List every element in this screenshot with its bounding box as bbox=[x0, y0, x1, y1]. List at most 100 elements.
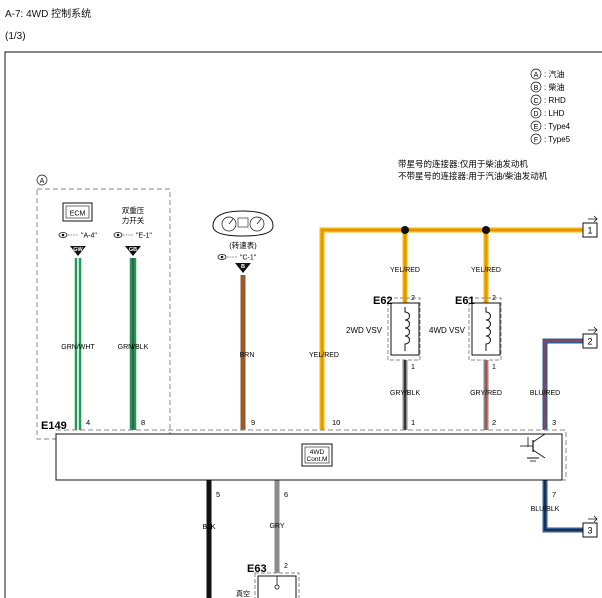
wire-label-gry-blk: GRY/BLK bbox=[390, 390, 421, 397]
arrow-right-icon bbox=[588, 515, 598, 523]
ecm-pin: GW bbox=[73, 247, 83, 253]
controller-label-line1: 4WD bbox=[310, 449, 325, 456]
wire-label-brn: BRN bbox=[240, 352, 255, 359]
legend-text: : Type4 bbox=[544, 122, 571, 131]
legend-mark: A bbox=[534, 72, 539, 79]
legend-item-f: F : Type5 bbox=[530, 133, 571, 145]
note-diesel-only: 带星号的连接器:仅用于柴油发动机 bbox=[398, 159, 528, 169]
wire-yel-red-bus bbox=[319, 227, 583, 430]
dual-pressure-switch: 双重压 力开关 "E-1" GB bbox=[113, 206, 152, 256]
region-mark-icon bbox=[36, 174, 48, 186]
controller-pin-9: 9 bbox=[251, 418, 255, 427]
pin-marker-icon bbox=[235, 263, 251, 273]
legend-mark: E bbox=[534, 124, 539, 131]
controller-pin-10: 10 bbox=[332, 418, 340, 427]
legend-item-c: C : RHD bbox=[530, 94, 566, 106]
circled-mark-icon bbox=[530, 68, 542, 80]
page-indicator: (1/3) bbox=[5, 31, 26, 42]
e63-component: E63 2 真空 bbox=[236, 563, 300, 598]
speedometer-component: (转速表) "C-1" B bbox=[212, 210, 274, 273]
switch-label-line2: 力开关 bbox=[122, 215, 145, 225]
arrow-right-icon bbox=[588, 215, 598, 223]
controller-pin-5: 5 bbox=[216, 490, 220, 499]
wire-label-blk: BLK bbox=[202, 524, 216, 531]
legend-item-e: E : Type4 bbox=[530, 120, 571, 132]
e63-dashed-outline bbox=[254, 572, 300, 598]
wire-grn-wht bbox=[74, 258, 82, 430]
wire-label-yel-red-e61: YEL/RED bbox=[471, 267, 501, 274]
wire-blu-blk bbox=[542, 480, 583, 533]
e61-pin-top: 2 bbox=[492, 295, 496, 302]
wire-label-grn-wht: GRN/WHT bbox=[61, 344, 95, 351]
wire-label-gry-red: GRY/RED bbox=[470, 390, 502, 397]
ecm-ref: "A-4" bbox=[81, 233, 97, 240]
controller-pin-7: 7 bbox=[552, 490, 556, 499]
wire-label-grn-blk: GRN/BLK bbox=[118, 344, 149, 351]
wire-blu-red bbox=[542, 338, 583, 430]
splice-point bbox=[401, 226, 409, 234]
legend-mark: B bbox=[534, 85, 539, 92]
e63-id: E63 bbox=[247, 563, 267, 575]
circled-mark-icon bbox=[530, 133, 542, 145]
controller-pin-8: 8 bbox=[141, 418, 145, 427]
note-petrol-diesel: 不带星号的连接器:用于汽油/柴油发动机 bbox=[398, 171, 548, 181]
speedometer-ref: "C-1" bbox=[240, 255, 257, 262]
wire-label-blu-red: BLU/RED bbox=[530, 390, 560, 397]
ecm-component: ECM "A-4" GW bbox=[58, 202, 97, 256]
controller-pin-4: 4 bbox=[86, 418, 90, 427]
legend-mark: D bbox=[533, 111, 538, 118]
connector-1 bbox=[582, 222, 598, 238]
legend-mark: C bbox=[533, 98, 538, 105]
controller-id: E149 bbox=[41, 420, 67, 432]
wire-label-yel-red-main: YEL/RED bbox=[309, 352, 339, 359]
region-a-box bbox=[36, 188, 171, 440]
switch-pin: GB bbox=[129, 247, 137, 253]
controller-pin-1: 1 bbox=[411, 418, 415, 427]
connector-1-label: 1 bbox=[587, 226, 592, 236]
legend-text: : 柴油 bbox=[544, 82, 564, 92]
legend-text: : Type5 bbox=[544, 135, 571, 144]
legend-text: : RHD bbox=[544, 96, 566, 105]
e62-pin-top: 2 bbox=[411, 295, 415, 302]
e61-vsv: E61 2 1 4WD VSV bbox=[429, 295, 502, 371]
e61-pin-bottom: 1 bbox=[492, 364, 496, 371]
arrow-right-icon bbox=[588, 326, 598, 334]
eye-icon bbox=[58, 231, 68, 238]
switch-label-line1: 双重压 bbox=[122, 206, 145, 215]
splice-point bbox=[482, 226, 490, 234]
connector-3-label: 3 bbox=[587, 526, 592, 536]
e61-id: E61 bbox=[455, 295, 475, 307]
legend-item-d: D : LHD bbox=[530, 107, 565, 119]
coil-icon bbox=[404, 307, 410, 351]
pin-marker-icon bbox=[70, 246, 86, 256]
controller-e149: E149 4 8 9 10 1 2 3 5 6 7 4WD Cont.M bbox=[41, 418, 567, 499]
region-mark: A bbox=[40, 178, 45, 185]
circled-mark-icon bbox=[530, 107, 542, 119]
wire-label-blu-blk: BLU/BLK bbox=[531, 506, 560, 513]
controller-pin-3: 3 bbox=[552, 418, 556, 427]
transistor-symbol-icon bbox=[520, 433, 546, 462]
ecm-label: ECM bbox=[70, 211, 86, 218]
speedometer-icon bbox=[212, 210, 274, 237]
wire-grn-blk bbox=[129, 258, 137, 430]
connector-3 bbox=[582, 522, 598, 538]
controller-label-line2: Cont.M bbox=[307, 456, 328, 463]
e62-vsv: E62 2 1 2WD VSV bbox=[346, 295, 421, 371]
pin-marker-icon bbox=[125, 246, 141, 256]
legend-mark: F bbox=[534, 137, 538, 144]
controller-module-icon: 4WD Cont.M bbox=[301, 443, 333, 467]
page-title: A-7: 4WD 控制系统 bbox=[5, 9, 92, 20]
legend-text: : 汽油 bbox=[544, 69, 564, 79]
circled-mark-icon bbox=[530, 120, 542, 132]
speedometer-pin: B bbox=[241, 264, 245, 270]
connector-2 bbox=[582, 333, 598, 349]
diagram-frame bbox=[4, 51, 602, 598]
ecm-box bbox=[62, 202, 93, 222]
ecm-box-inner bbox=[65, 205, 90, 219]
wire-label-yel-red-e62: YEL/RED bbox=[390, 267, 420, 274]
circled-mark-icon bbox=[530, 81, 542, 93]
e62-pin-bottom: 1 bbox=[411, 364, 415, 371]
controller-pin-6: 6 bbox=[284, 490, 288, 499]
e63-pin: 2 bbox=[284, 563, 288, 570]
